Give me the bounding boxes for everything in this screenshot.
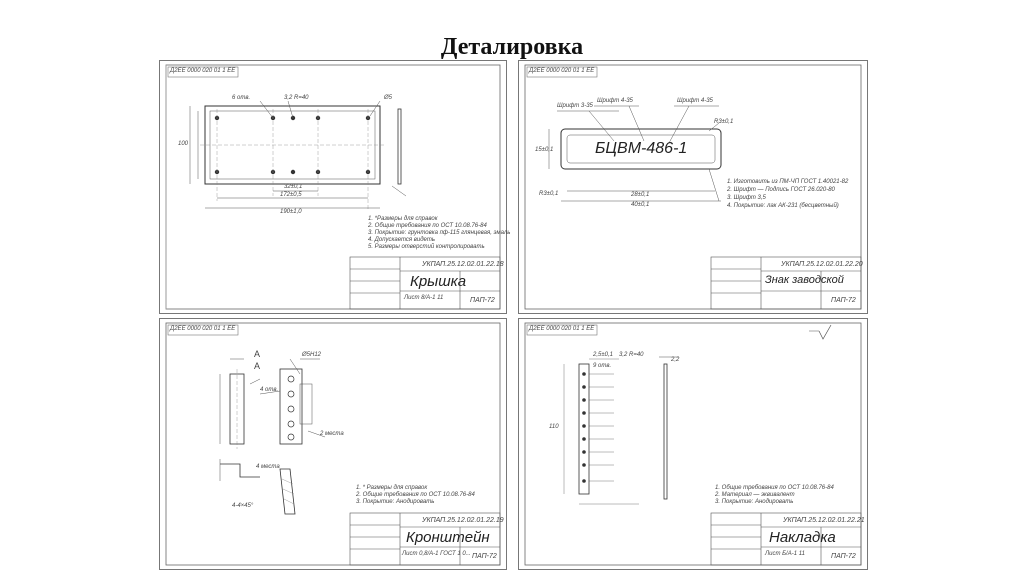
sheet-2-part-name: Знак заводской [765, 274, 844, 286]
sheet-2-radius-1: R3±0,1 [714, 119, 734, 125]
sheet-3-dim-holes: 4 отв. [260, 387, 279, 393]
sheet-1-dim-height: 100 [178, 141, 189, 147]
sheet-2-dim-inner: 28±0,1 [631, 192, 650, 198]
sheet-1-note-1: 1. *Размеры для справок [368, 216, 438, 222]
drawing-sheet-2-graphics [524, 64, 862, 310]
sheet-4-note-1: 1. Общие требования по ОСТ 10.08.76-84 [715, 485, 834, 491]
sheet-3-top-code: Д2ЕЕ 0000 020 01 1 ЕЕ [170, 326, 236, 332]
drawing-sheet-4-graphics [524, 322, 862, 566]
sheet-4-dim-thread: 3,2 R=40 [619, 352, 644, 358]
drawing-sheet-4: Д2ЕЕ 0000 020 01 1 ЕЕ 2,5±0,1 3,2 R=40 9… [518, 318, 868, 570]
sheet-1-material: Лист 8/А-1 11 [404, 295, 444, 301]
slide-title: Деталировка [440, 34, 584, 60]
sheet-3-dim-places-2: 2 места [320, 431, 344, 437]
sheet-3-note-2: 2. Общие требования по ОСТ 10.08.76-84 [356, 492, 475, 498]
sheet-3-material: Лист 0,8/А-1 ГОСТ 1 0... [402, 551, 471, 557]
sheet-4-part-name: Накладка [769, 529, 836, 546]
sheet-4-dim-thickness: 2,2 [671, 357, 680, 363]
sheet-4-note-2: 2. Материал — эквивалент [715, 492, 795, 498]
sheet-3-org: ПАП-72 [472, 553, 497, 560]
sheet-4-dim-holes: 9 отв. [593, 363, 612, 369]
sheet-4-stamp-code: УКПАП.25.12.02.01.22.21 [783, 517, 865, 524]
sheet-1-org: ПАП-72 [470, 297, 495, 304]
sheet-3-dim-hole: Ø5Н12 [302, 352, 322, 358]
drawing-sheet-1: Д2ЕЕ 0000 020 01 1 ЕЕ 6 отв. 3,2 R=40 Ø5… [159, 60, 511, 314]
sheet-3-note-1: 1. * Размеры для справок [356, 485, 428, 491]
sheet-2-note-3: 3. Шрифт 3,5 [727, 195, 766, 201]
sheet-1-part-name: Крышка [410, 273, 467, 290]
sheet-4-dim-pitch: 2,5±0,1 [593, 352, 613, 358]
sheet-1-dim-outer: 190±1,0 [280, 209, 302, 215]
sheet-1-note-2: 2. Общие требования по ОСТ 10.08.76-84 [368, 223, 487, 229]
sheet-2-stamp-code: УКПАП.25.12.02.01.22.20 [781, 261, 863, 268]
sheet-2-font-3: Шрифт 4-35 [677, 98, 713, 104]
sheet-1-dim-diameter: Ø5 [384, 95, 393, 101]
sheet-1-note-3: 3. Покрытие: грунтовка пф-115 глянцевая,… [368, 230, 511, 236]
sheet-4-dim-length: 110 [549, 424, 559, 430]
sheet-2-radius-2: R3±0,1 [539, 191, 559, 197]
sheet-2-note-4: 4. Покрытие: лак АК-231 (бесцветный) [727, 203, 839, 209]
drawing-sheet-1-graphics [165, 64, 501, 310]
sheet-3-part-name: Кронштейн [406, 529, 490, 546]
sheet-1-stamp-code: УКПАП.25.12.02.01.22.18 [422, 261, 504, 268]
sheet-4-org: ПАП-72 [831, 553, 856, 560]
sheet-2-dim-outer: 40±0,1 [631, 202, 650, 208]
sheet-4-material: Лист Б/А-1 11 [765, 551, 805, 557]
sheet-1-dim-holes: 6 отв. [232, 95, 251, 101]
sheet-2-dim-height: 15±0,1 [535, 147, 554, 153]
sheet-2-marking: БЦВМ-486-1 [595, 140, 688, 157]
sheet-4-top-code: Д2ЕЕ 0000 020 01 1 ЕЕ [529, 326, 595, 332]
sheet-1-top-code: Д2ЕЕ 0000 020 01 1 ЕЕ [170, 68, 236, 74]
sheet-1-dim-thread: 3,2 R=40 [284, 95, 309, 101]
sheet-2-org: ПАП-72 [831, 297, 856, 304]
sheet-1-dim-inner: 172±0,5 [280, 192, 302, 198]
sheet-2-note-2: 2. Шрифт — Подпись ГОСТ 26.020-80 [727, 187, 835, 193]
sheet-2-font-1: Шрифт 3-35 [557, 103, 593, 109]
sheet-2-note-1: 1. Изготовить из ПМ-ЧП ГОСТ 1.40021-82 [727, 179, 849, 185]
sheet-3-dim-places-4: 4 места [256, 464, 280, 470]
sheet-3-section-a2: А [254, 361, 261, 371]
drawing-sheet-2: Д2ЕЕ 0000 020 01 1 ЕЕ БЦВМ-486-1 Шрифт 3… [518, 60, 868, 314]
sheet-2-font-2: Шрифт 4-35 [597, 98, 633, 104]
sheet-1-dim-pitch: 32±0,1 [284, 184, 303, 190]
sheet-3-stamp-code: УКПАП.25.12.02.01.22.19 [422, 517, 504, 524]
sheet-3-note-3: 3. Покрытие: Анодировать [356, 499, 435, 505]
drawing-sheet-3: Д2ЕЕ 0000 020 01 1 ЕЕ А А Ø5Н12 4 отв. 2… [159, 318, 507, 570]
sheet-2-top-code: Д2ЕЕ 0000 020 01 1 ЕЕ [529, 68, 595, 74]
sheet-4-note-3: 3. Покрытие: Анодировать [715, 499, 794, 505]
sheet-1-note-4: 4. Допускается видеть [368, 237, 435, 243]
sheet-1-note-5: 5. Размеры отверстий контролировать [368, 244, 485, 250]
sheet-3-section-a1: А [254, 349, 261, 359]
sheet-3-dim-chamfer: 4-4×45° [232, 503, 254, 509]
drawing-sheet-3-graphics [165, 322, 501, 566]
